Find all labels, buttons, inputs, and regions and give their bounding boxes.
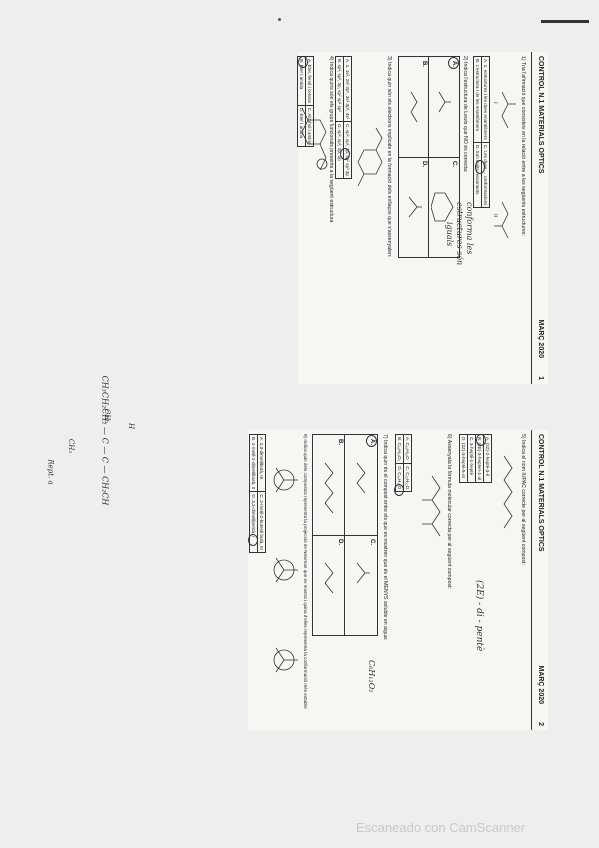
scan-edge-mark — [541, 20, 589, 23]
option-1a[interactable]: A. 1. estructures i les dues enantiòmers — [481, 56, 490, 143]
question-6-structure — [422, 475, 441, 537]
option-8a[interactable]: A. 2,3-dimetilbutà, III — [257, 434, 266, 492]
svg-text:I: I — [492, 102, 497, 104]
question-4-structure — [301, 107, 328, 171]
question-3-structure — [357, 127, 383, 187]
scan-speck — [278, 18, 281, 21]
option-3a[interactable]: A. 1. 1s², 2s² 2p⁶, 3s² 3p³, 4s² — [343, 56, 352, 122]
question-6: 6) Assenyala la fórmula molecular correc… — [446, 434, 452, 589]
header-page-number: 2 — [537, 722, 544, 726]
answer-circle-7 — [366, 435, 377, 447]
option-6a[interactable]: A. C₁₀H₁₀O — [403, 434, 412, 464]
question-5-structure — [503, 455, 513, 529]
question-1-structures: I II — [492, 91, 516, 239]
q7-label-b[interactable]: B. — [337, 439, 343, 445]
header-page-number: 1 — [537, 376, 544, 380]
page-header: CONTROL N.1 MATERIALS OPTICS MARÇ 2020 1 — [531, 52, 548, 384]
q2-structure-c — [431, 192, 454, 222]
option-1d[interactable]: D. Son límits ressonants — [473, 142, 482, 208]
option-5c[interactable]: C. 3-heptil-1-heptè — [467, 434, 476, 483]
handwritten-note-1: conforma les — [465, 202, 474, 255]
formula-ch3-top: CH₃ — [103, 408, 112, 424]
option-4c[interactable]: C. Alcohol i amina — [305, 105, 314, 147]
option-5d[interactable]: D. (3Z)-3-heptè-5-ol — [459, 434, 468, 483]
option-1c[interactable]: C. Les dues ... conformacions — [481, 142, 490, 208]
option-3b[interactable]: B. sp², sp², 2p, sp² sp² sp² — [335, 56, 344, 122]
question-2-grid: A. B. C. D. — [398, 56, 460, 258]
header-title: CONTROL N.1 MATERIALS OPTICS — [537, 56, 544, 174]
formula-main: CH₃CH₂CH₂ — C — C — CH₂CH — [100, 375, 110, 506]
q2-structure-a — [438, 91, 451, 113]
q2-label-b[interactable]: B. — [421, 61, 427, 67]
answer-circle-2 — [448, 57, 459, 69]
q7-label-c[interactable]: C. — [369, 539, 375, 545]
q2-label-d[interactable]: D. — [421, 161, 427, 167]
exam-page-2: CONTROL N.1 MATERIALS OPTICS MARÇ 2020 2… — [248, 430, 548, 730]
header-title: CONTROL N.1 MATERIALS OPTICS — [537, 434, 544, 552]
answer-circle-1 — [475, 160, 485, 174]
page-header: CONTROL N.1 MATERIALS OPTICS MARÇ 2020 2 — [531, 430, 548, 730]
option-4d[interactable]: D. Èter i amina — [297, 105, 306, 147]
option-6b[interactable]: B. C₁₀H₁₂O₂ — [395, 434, 404, 464]
option-8b[interactable]: B. 2-metil-2-dimetilbutà, II — [249, 434, 258, 492]
formula-h: H — [127, 422, 136, 430]
question-1: 1) Tria l'afirmació que consisteix en la… — [520, 56, 526, 236]
q2-structure-b — [410, 91, 418, 123]
question-8-newman-projections — [273, 467, 298, 673]
option-6c[interactable]: C. C₁₀H₁₂O — [403, 463, 412, 492]
answer-circle-3 — [340, 148, 350, 160]
answer-circle-8 — [248, 534, 258, 546]
q7-structure-b — [324, 462, 334, 514]
question-2: 2) Indica l'estructura de Lewis que NO é… — [462, 56, 468, 173]
exam-page-1: CONTROL N.1 MATERIALS OPTICS MARÇ 2020 1… — [297, 52, 548, 384]
handwritten-answer-7: C₆H₁₂O₂ — [367, 660, 376, 693]
question-7: 7) Indica quin és el compost entre els q… — [382, 434, 388, 641]
handwritten-answer-5: (2E) - di - pentè — [474, 580, 484, 652]
answer-circle-6 — [394, 484, 404, 496]
question-1-options: A. 1. estructures i les dues enantiòmers… — [473, 56, 490, 208]
formula-ch3-bottom: CH₃ — [67, 438, 76, 454]
svg-text:II: II — [492, 214, 497, 218]
question-3: 3) Indica quin són els electrons implica… — [386, 56, 392, 258]
handwritten-formula: CH₃CH₂CH₂ — C — C — CH₂CH CH₃ H CH₃ Rept… — [47, 375, 180, 576]
q7-label-d[interactable]: D. — [337, 539, 343, 545]
q7-structure-c — [356, 562, 370, 584]
option-8c[interactable]: C. 2-metil-2-butenil butà, III — [257, 491, 266, 553]
header-date: MARÇ 2020 — [537, 665, 544, 704]
q7-structure-a — [356, 462, 366, 494]
q2-label-c[interactable]: C. — [451, 161, 457, 167]
question-8: 8) Indica quin dels compostos representa… — [303, 434, 308, 710]
camscanner-watermark: Escaneado con CamScanner — [356, 820, 526, 835]
answer-circle-5 — [476, 434, 486, 446]
q2-structure-d — [408, 196, 422, 218]
answer-circle-4 — [298, 56, 308, 68]
option-1b[interactable]: B. L'estructura I de les enantiòmers — [473, 56, 482, 143]
formula-note: Rept. a — [46, 459, 55, 485]
header-date: MARÇ 2020 — [537, 319, 544, 358]
question-7-grid: A. B. C. D. — [312, 434, 378, 636]
q7-structure-d — [324, 562, 334, 594]
